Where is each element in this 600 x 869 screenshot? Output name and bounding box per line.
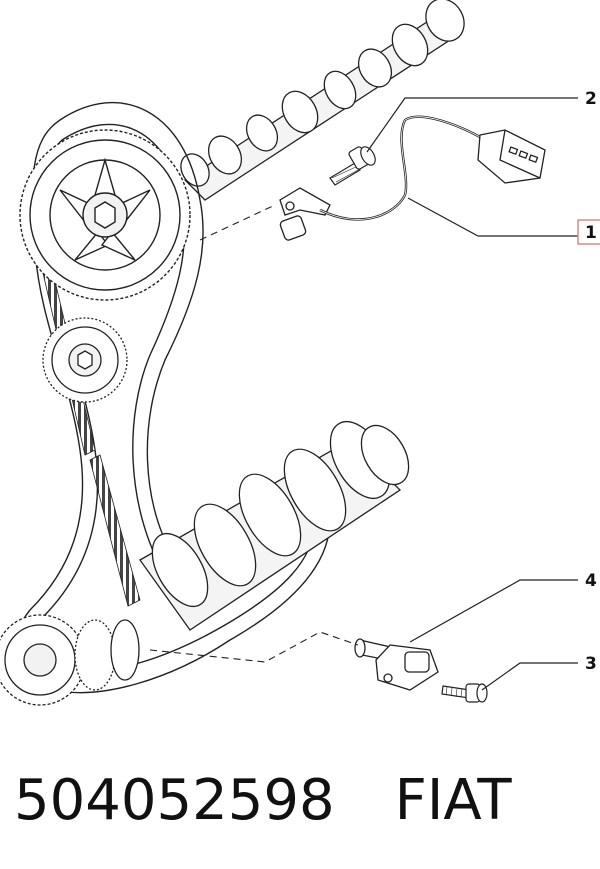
- crankshaft-pulley: [0, 614, 140, 706]
- belt-teeth-lower: [89, 454, 141, 607]
- callout-3: 3: [585, 654, 597, 674]
- timing-belt: [15, 102, 331, 694]
- camshaft-sensor-part-1: [279, 115, 486, 241]
- callout-leaders: [366, 97, 578, 691]
- camshaft-pulley: [19, 129, 191, 301]
- tensioner-pulley: [42, 317, 128, 403]
- callout-2: 2: [585, 89, 597, 109]
- crankshaft-sensor-part-4: [354, 638, 439, 691]
- camshaft: [180, 0, 465, 201]
- caption: 504052598 FIAT: [14, 760, 594, 840]
- dash-leaders: [149, 204, 359, 663]
- part-number: 504052598: [14, 767, 335, 833]
- screw-part-3: [441, 683, 488, 703]
- crankshaft: [139, 421, 410, 631]
- timing-belt-diagram: 2 1 4 3: [0, 0, 600, 706]
- callout-1: 1: [585, 223, 597, 243]
- sensor-connector: [477, 129, 546, 184]
- brand-name: FIAT: [394, 767, 512, 833]
- screw-part-2: [329, 146, 376, 186]
- callout-4: 4: [585, 571, 597, 591]
- callout-1-highlight: [577, 219, 600, 245]
